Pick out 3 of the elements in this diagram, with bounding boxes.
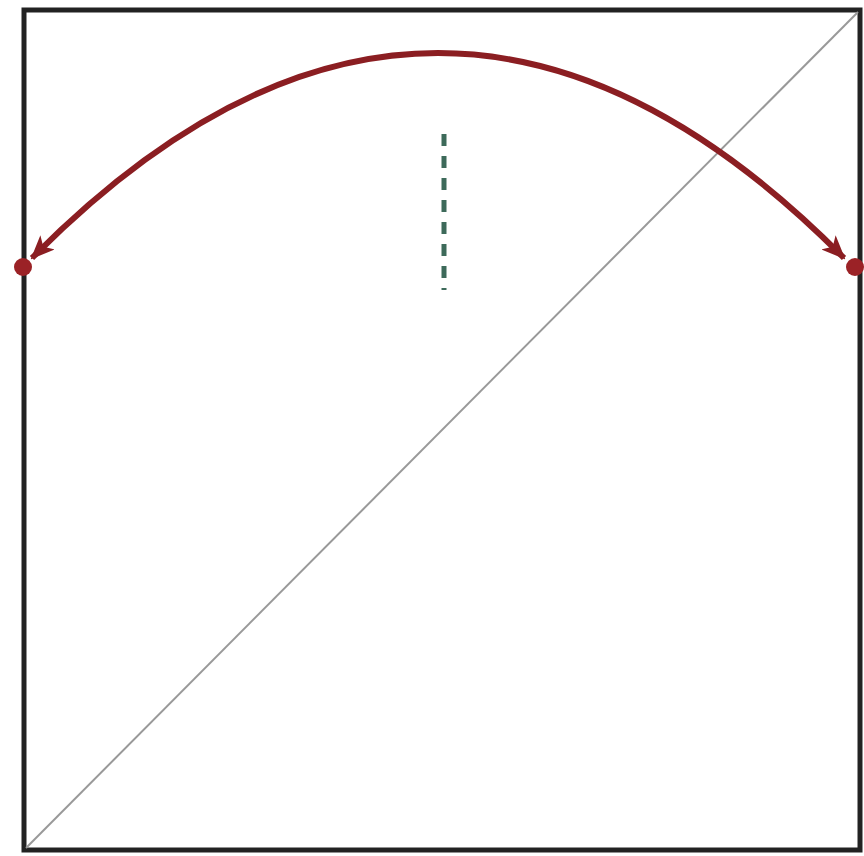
curved-arrow	[29, 50, 847, 261]
endpoint-dot	[13, 257, 31, 275]
endpoint-dot	[845, 257, 863, 275]
